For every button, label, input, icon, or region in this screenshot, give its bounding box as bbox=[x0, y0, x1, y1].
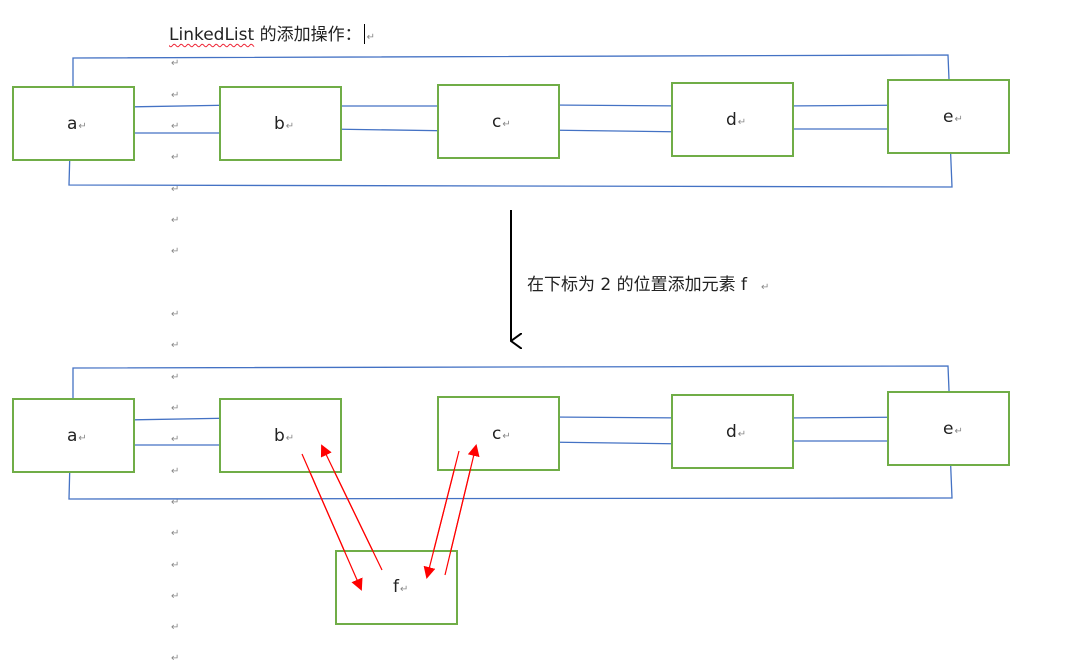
paragraph-mark-icon: ↵ bbox=[171, 215, 180, 226]
document-heading[interactable]: LinkedList 的添加操作： ↵ bbox=[169, 20, 375, 45]
node-label: e↵ bbox=[943, 107, 963, 127]
paragraph-mark-icon: ↵ bbox=[171, 340, 180, 351]
list-node[interactable] bbox=[219, 86, 342, 161]
text-cursor bbox=[363, 24, 365, 44]
paragraph-mark-icon: ↵ bbox=[171, 121, 180, 132]
after-diagram-links bbox=[69, 365, 953, 500]
paragraph-mark-icon: ↵ bbox=[171, 591, 180, 602]
node-label: d↵ bbox=[726, 110, 747, 130]
list-node[interactable] bbox=[437, 84, 560, 159]
inserted-node-label: f↵ bbox=[393, 577, 409, 597]
list-node[interactable] bbox=[671, 82, 794, 157]
paragraph-mark-icon: ↵ bbox=[171, 152, 180, 163]
transition-caption: 在下标为 2 的位置添加元素 f↵ bbox=[527, 275, 770, 295]
tail-to-head-link bbox=[69, 137, 953, 188]
next-link-a-b bbox=[121, 418, 238, 420]
node-label: e↵ bbox=[943, 419, 963, 439]
paragraph-mark-icon: ↵ bbox=[171, 622, 180, 633]
list-node[interactable] bbox=[12, 398, 135, 473]
prev-link-c-b bbox=[326, 129, 460, 131]
paragraph-mark-icon: ↵ bbox=[171, 246, 180, 257]
next-link-c-d bbox=[548, 417, 694, 418]
paragraph-mark-icon: ↵ bbox=[171, 466, 180, 477]
next-link-a-b bbox=[121, 105, 238, 107]
paragraph-mark-icon: ↵ bbox=[171, 184, 180, 195]
next-link-c-d bbox=[548, 105, 694, 106]
node-label: b↵ bbox=[274, 426, 295, 446]
heading-cjk-text: 的添加操作： bbox=[254, 25, 362, 45]
paragraph-mark-icon: ↵ bbox=[171, 560, 180, 571]
list-node[interactable] bbox=[12, 86, 135, 161]
heading-latin-text: LinkedList bbox=[169, 25, 255, 45]
paragraph-mark-icon: ↵ bbox=[171, 528, 180, 539]
list-node[interactable] bbox=[887, 79, 1010, 154]
paragraph-mark-icon: ↵ bbox=[366, 32, 375, 43]
next-link-b-f bbox=[301, 453, 363, 591]
head-to-tail-link bbox=[72, 365, 950, 415]
prev-link-d-c bbox=[540, 130, 692, 132]
list-node[interactable] bbox=[219, 398, 342, 473]
paragraph-mark-icon: ↵ bbox=[171, 309, 180, 320]
list-node[interactable] bbox=[671, 394, 794, 469]
paragraph-mark-icon: ↵ bbox=[171, 434, 180, 445]
prev-link-d-c bbox=[540, 442, 692, 444]
paragraph-mark-icon: ↵ bbox=[171, 372, 180, 383]
paragraph-mark-icon: ↵ bbox=[171, 403, 180, 414]
node-label: b↵ bbox=[274, 114, 295, 134]
list-node[interactable] bbox=[887, 391, 1010, 466]
node-label: a↵ bbox=[67, 114, 87, 134]
node-label: d↵ bbox=[726, 422, 747, 442]
prev-link-f-b bbox=[320, 444, 383, 571]
paragraph-mark-icon: ↵ bbox=[171, 90, 180, 101]
paragraph-mark-icon: ↵ bbox=[171, 58, 180, 69]
node-label: a↵ bbox=[67, 426, 87, 446]
prev-link-c-f bbox=[423, 450, 460, 579]
node-label: c↵ bbox=[492, 112, 511, 132]
paragraph-mark-icon: ↵ bbox=[171, 497, 180, 508]
tail-to-head-link bbox=[69, 448, 953, 500]
node-label: c↵ bbox=[492, 424, 511, 444]
next-link-f-c bbox=[444, 444, 480, 576]
